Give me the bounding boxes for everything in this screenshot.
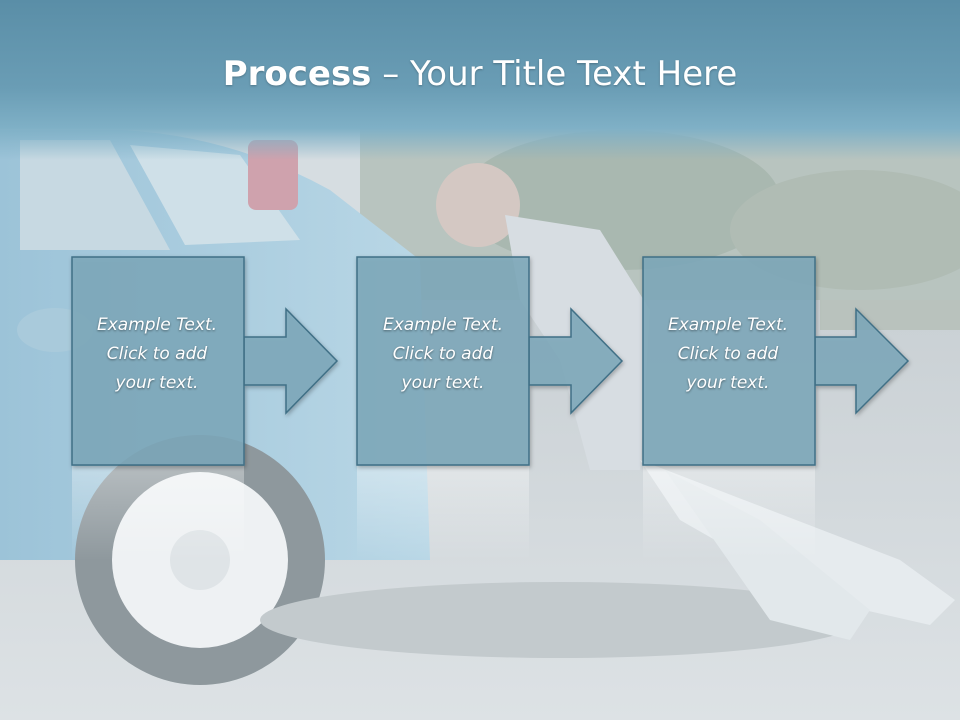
step-2-arrow xyxy=(528,307,624,415)
process-step-3[interactable] xyxy=(642,256,910,466)
step-1-box xyxy=(71,256,245,466)
reflections xyxy=(72,466,815,561)
step-2-text[interactable]: Example Text. Click to add your text. xyxy=(382,315,504,393)
title-rest: – Your Title Text Here xyxy=(371,54,738,94)
step-2-box xyxy=(356,256,530,466)
step-1-arrow xyxy=(243,307,339,415)
title-bold: Process xyxy=(222,54,372,94)
process-step-2[interactable] xyxy=(356,256,624,466)
step-3-arrow xyxy=(814,307,910,415)
slide-title[interactable]: Process – Your Title Text Here xyxy=(0,52,960,96)
step-1-text[interactable]: Example Text. Click to add your text. xyxy=(96,315,218,393)
process-step-1[interactable] xyxy=(71,256,339,466)
header-band xyxy=(0,0,960,160)
step-3-box xyxy=(642,256,816,466)
step-3-text[interactable]: Example Text. Click to add your text. xyxy=(667,315,789,393)
